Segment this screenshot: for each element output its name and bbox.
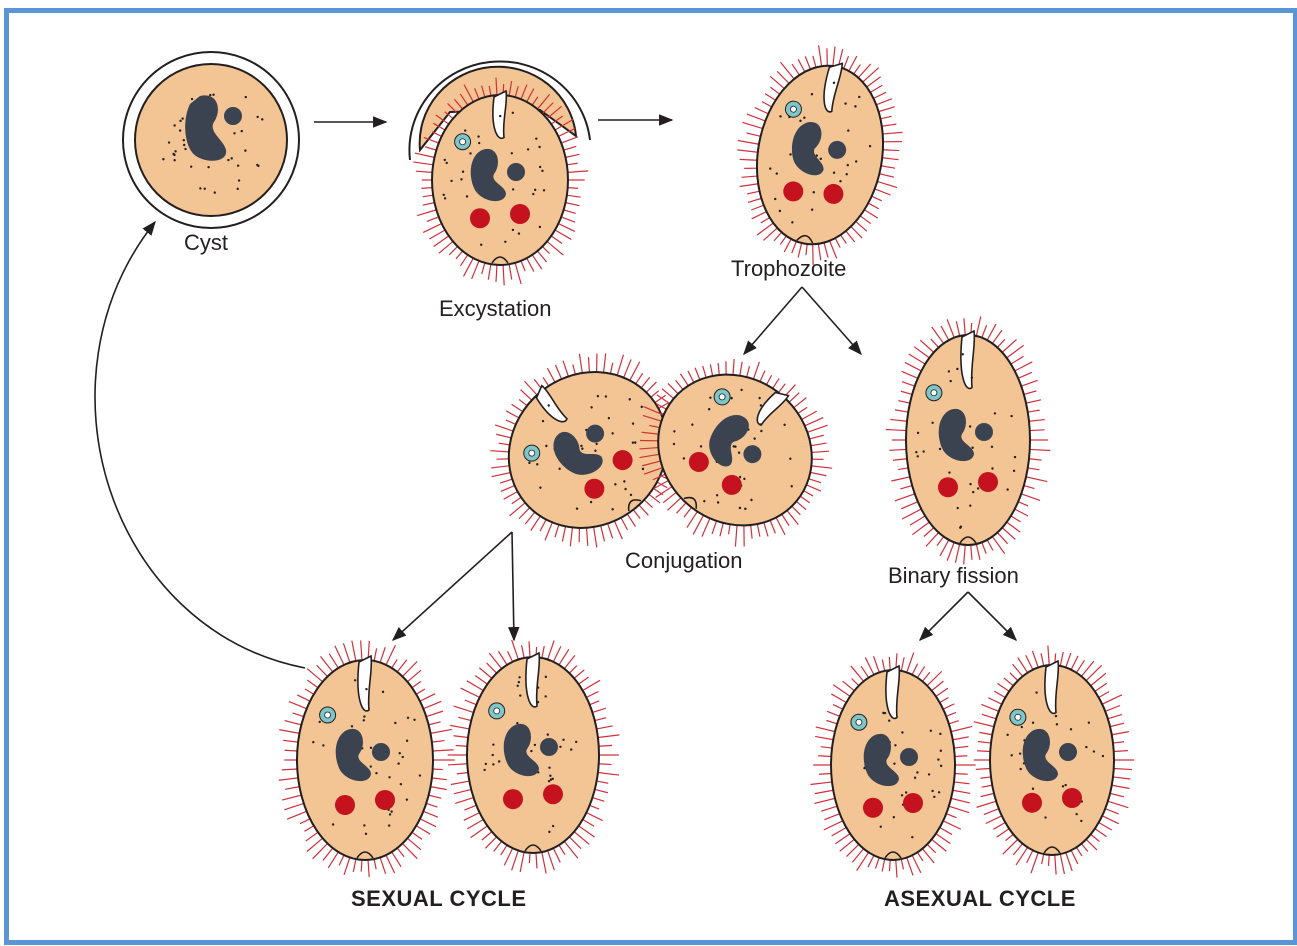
arrow-trophozoite-to-binary-fission bbox=[802, 287, 861, 354]
micronucleus bbox=[540, 738, 558, 756]
oral-groove bbox=[493, 91, 506, 138]
oral-groove bbox=[886, 666, 899, 718]
micronucleus bbox=[975, 423, 993, 441]
cyst-figure bbox=[123, 52, 299, 228]
cell-body bbox=[627, 343, 842, 556]
food-vacuole bbox=[978, 472, 998, 492]
micronucleus bbox=[507, 163, 525, 181]
oral-groove bbox=[1045, 661, 1058, 713]
label-trophozoite: Trophozoite bbox=[731, 256, 846, 282]
arrow-conjugation-to-sexual-right bbox=[512, 532, 514, 640]
food-vacuole bbox=[510, 204, 530, 224]
oral-groove bbox=[961, 331, 974, 388]
arrow-sexual-to-cyst bbox=[95, 222, 305, 668]
micronucleus bbox=[900, 748, 918, 766]
food-vacuole bbox=[938, 477, 958, 497]
trophozoite-organism bbox=[719, 33, 919, 277]
food-vacuole bbox=[470, 208, 490, 228]
label-asexual-cycle: ASEXUAL CYCLE bbox=[884, 886, 1076, 912]
micronucleus bbox=[372, 743, 390, 761]
oral-groove bbox=[526, 653, 539, 707]
food-vacuole bbox=[1062, 788, 1082, 808]
food-vacuole bbox=[335, 795, 355, 815]
asexual-daughter-left bbox=[810, 653, 975, 878]
excystation-figure bbox=[409, 61, 590, 285]
cell-body bbox=[743, 56, 896, 255]
arrow-conjugation-to-sexual-left bbox=[393, 532, 512, 640]
label-cyst: Cyst bbox=[184, 230, 228, 256]
arrow-trophozoite-to-conjugation bbox=[744, 287, 802, 354]
oral-groove bbox=[358, 656, 371, 711]
label-conjugation: Conjugation bbox=[625, 548, 742, 574]
food-vacuole bbox=[503, 789, 523, 809]
label-binary-fission: Binary fission bbox=[888, 563, 1019, 589]
food-vacuole bbox=[903, 793, 923, 813]
arrow-fission-to-asexual-right bbox=[968, 592, 1016, 640]
micronucleus bbox=[1059, 743, 1077, 761]
food-vacuole bbox=[375, 790, 395, 810]
sexual-daughter-right bbox=[448, 640, 620, 874]
food-vacuole bbox=[863, 798, 883, 818]
food-vacuole bbox=[1022, 793, 1042, 813]
asexual-daughter-right bbox=[974, 645, 1134, 874]
arrow-fission-to-asexual-left bbox=[920, 592, 968, 640]
label-sexual-cycle: SEXUAL CYCLE bbox=[351, 886, 527, 912]
label-excystation: Excystation bbox=[439, 296, 552, 322]
food-vacuole bbox=[543, 784, 563, 804]
binary-fission-organism bbox=[886, 316, 1050, 564]
sexual-daughter-left bbox=[279, 640, 455, 877]
